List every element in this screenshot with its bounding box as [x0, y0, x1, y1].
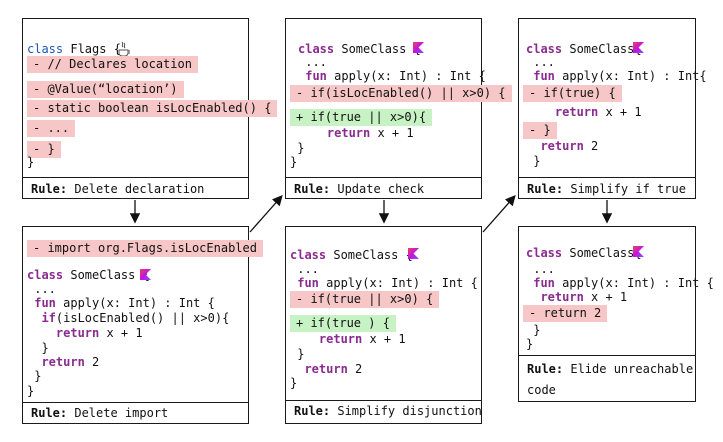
- code-line: ...: [526, 55, 555, 69]
- code-line: ...: [298, 55, 327, 69]
- rule-caption: Rule: Simplify disjunction: [294, 404, 482, 418]
- code-line: class Flags {: [27, 42, 121, 56]
- kotlin-icon: [633, 38, 644, 57]
- code-line: ...: [526, 262, 555, 276]
- step-box-delete-import: - import org.Flags.isLocEnabled class So…: [22, 226, 263, 424]
- rule-caption-continued: code: [527, 383, 556, 397]
- code-line: return x + 1: [290, 332, 406, 346]
- code-line: return x + 1: [526, 105, 642, 119]
- deleted-code-line: - static boolean isLocEnabled() {: [27, 100, 278, 117]
- deleted-code-line: - @Value(“location’): [27, 81, 184, 98]
- code-line: return 2: [290, 362, 363, 376]
- rule-caption: Rule: Simplify if true: [527, 182, 686, 196]
- deleted-code-line: - // Declares location: [27, 56, 198, 73]
- rule-caption: Rule: Update check: [294, 182, 425, 196]
- rule-divider: [519, 355, 695, 356]
- code-line: return x + 1: [298, 126, 414, 140]
- code-line: class SomeClass{: [526, 42, 642, 56]
- kotlin-icon: [413, 38, 424, 57]
- deleted-code-line: - import org.Flags.isLocEnabled: [27, 240, 263, 257]
- code-line: return 2: [526, 139, 599, 153]
- step-box-simplify-disjunction: class SomeClass { ... fun apply(x: Int) …: [285, 226, 482, 424]
- deleted-code-line: - }: [523, 122, 557, 139]
- code-line: ...: [27, 282, 56, 296]
- rule-divider: [286, 177, 481, 178]
- code-line: if(isLocEnabled() || x>0){: [27, 311, 230, 325]
- added-code-line: + if(true ) {: [290, 315, 396, 332]
- code-line: return 2: [27, 355, 100, 369]
- step-box-elide-unreachable-code: class SomeClass{ ... fun apply(x: Int) :…: [518, 226, 714, 402]
- rule-caption: Rule: Delete import: [31, 406, 169, 420]
- deleted-code-line: - if(true || x>0) {: [290, 291, 440, 308]
- code-line: ...: [290, 262, 319, 276]
- code-line: }: [27, 341, 49, 355]
- code-line: class SomeClass {: [27, 268, 150, 282]
- kotlin-icon: [140, 265, 151, 284]
- step-box-simplify-if-true: class SomeClass{ ... fun apply(x: Int) :…: [518, 18, 707, 199]
- step-box-update-check: class SomeClass { ... fun apply(x: Int) …: [285, 18, 512, 199]
- step-box-delete-declaration: class Flags { - // Declares location - @…: [22, 18, 278, 199]
- code-line: fun apply(x: Int) : Int{: [526, 69, 707, 83]
- deleted-code-line: - return 2: [523, 305, 608, 322]
- kotlin-icon: [633, 242, 644, 261]
- code-line: }: [290, 376, 298, 390]
- code-line: }: [526, 323, 541, 337]
- code-line: }: [27, 369, 42, 383]
- code-line: fun apply(x: Int) : Int {: [290, 276, 478, 290]
- code-line: }: [290, 347, 305, 361]
- code-line: return x + 1: [526, 290, 628, 304]
- deleted-code-line: - if(true) {: [523, 85, 622, 102]
- code-line: }: [526, 337, 534, 351]
- deleted-code-line: - ...: [27, 120, 76, 137]
- arrow-step2-to-step3: [249, 195, 283, 233]
- code-line: }: [290, 155, 298, 169]
- code-line: return x + 1: [27, 326, 143, 340]
- deleted-code-line: - if(isLocEnabled() || x>0) {: [290, 85, 512, 102]
- deleted-code-line: - }: [27, 141, 61, 158]
- code-line: }: [290, 141, 305, 155]
- kotlin-icon: [408, 244, 419, 263]
- arrow-step4-to-step5: [482, 195, 516, 233]
- rule-divider: [23, 402, 248, 403]
- rule-divider: [519, 177, 695, 178]
- code-line: }: [526, 154, 541, 168]
- rule-caption: Rule: Delete declaration: [31, 182, 205, 196]
- added-code-line: + if(true || x>0){: [290, 109, 433, 126]
- code-line: fun apply(x: Int) : Int {: [298, 69, 486, 83]
- rule-caption: Rule: Elide unreachable: [527, 362, 694, 376]
- code-line: fun apply(x: Int) : Int {: [526, 276, 714, 290]
- code-line: }: [27, 384, 35, 398]
- rule-divider: [23, 177, 248, 178]
- code-line: fun apply(x: Int) : Int {: [27, 296, 215, 310]
- rule-divider: [286, 400, 481, 401]
- code-line: class SomeClass{: [526, 246, 642, 260]
- code-line: }: [27, 155, 35, 169]
